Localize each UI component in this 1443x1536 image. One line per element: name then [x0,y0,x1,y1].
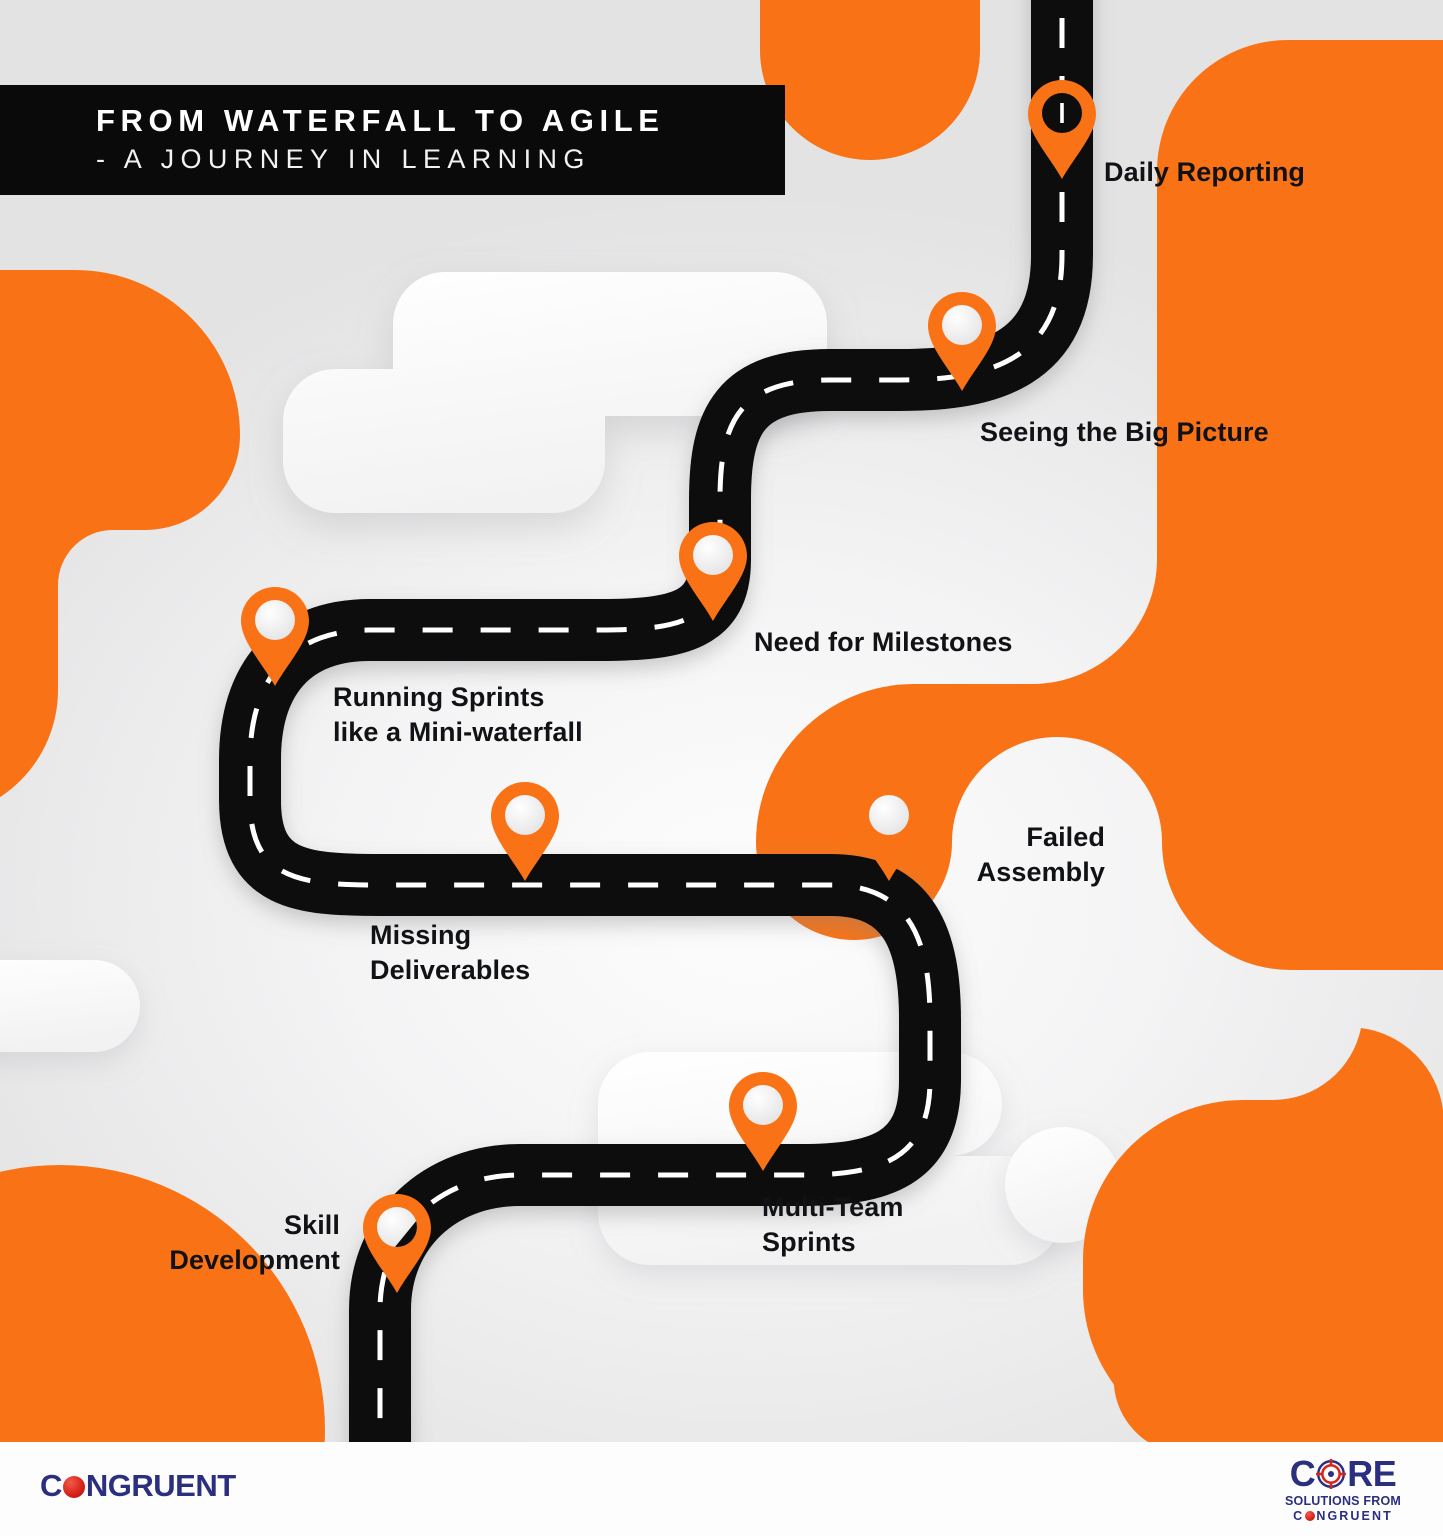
journey-road [219,0,1093,1442]
decor-orange-blob-topcenter [760,0,980,160]
milestone-label-skill-development: Skill Development [169,1210,340,1275]
location-pin-icon [1028,80,1096,179]
footer-bar: C NGRUENT C RE SOLUTIONS FROM [0,1442,1443,1536]
map-pin-daily-reporting[interactable] [1025,78,1099,187]
congruent-logo-rest: NGRUENT [85,1468,236,1503]
core-logo[interactable]: C RE SOLUTIONS FROM C NGRUENT [1285,1456,1401,1524]
page-subtitle: - A JOURNEY IN LEARNING [96,143,591,174]
core-logo-tagline: SOLUTIONS FROM [1285,1494,1401,1508]
decor-orange-circle-bottomleft [0,1165,325,1442]
background-shapes [0,0,1443,1442]
map-pin-seeing-big-picture[interactable] [925,290,999,399]
core-logo-congruent-rest: NGRUENT [1316,1509,1393,1523]
location-pin-icon [729,1072,797,1171]
milestone-label-failed-assembly: Failed Assembly [976,822,1105,887]
decor-orange-blob-topleft [0,270,240,798]
location-pin-icon [491,782,559,881]
location-pin-icon [928,292,996,391]
congruent-logo[interactable]: C NGRUENT [40,1470,236,1501]
milestone-label-daily-reporting: Daily Reporting [1104,157,1306,187]
map-pin-need-for-milestones[interactable] [676,520,750,629]
decor-orange-blob-bottomright2 [1083,1028,1443,1442]
decor-white-cloud-top [283,272,827,513]
crosshair-target-icon [1316,1459,1347,1489]
core-logo-congruent-line: C NGRUENT [1285,1509,1401,1523]
map-pin-multi-team-sprints[interactable] [726,1070,800,1179]
milestone-label-need-for-milestones: Need for Milestones [754,627,1013,657]
location-pin-icon [363,1194,431,1293]
core-logo-congruent-c: C [1293,1509,1305,1523]
core-logo-wordmark: C RE [1285,1456,1401,1492]
decor-orange-blob-right [756,40,1443,970]
page-title: FROM WATERFALL TO AGILE [96,103,665,139]
milestone-label-seeing-big-picture: Seeing the Big Picture [980,417,1269,447]
map-pin-running-sprints[interactable] [238,585,312,694]
decor-white-blob-left [0,960,140,1052]
road-center-dashes [247,0,1065,1442]
map-pin-failed-assembly[interactable] [852,780,926,889]
congruent-logo-red-sphere-icon [62,1475,85,1498]
congruent-logo-c: C [40,1468,62,1503]
core-logo-c: C [1289,1453,1316,1494]
milestone-label-missing-deliverables: Missing Deliverables [370,920,531,985]
location-pin-icon [855,782,923,881]
location-pin-icon [241,587,309,686]
map-pin-skill-development[interactable] [360,1192,434,1301]
location-pin-icon [679,522,747,621]
core-logo-red-dot-icon [1305,1511,1316,1521]
title-banner: FROM WATERFALL TO AGILE - A JOURNEY IN L… [0,85,785,195]
milestone-label-multi-team-sprints: Multi-Team Sprints [762,1192,904,1257]
map-pin-missing-deliverables[interactable] [488,780,562,889]
milestone-label-running-sprints: Running Sprints like a Mini-waterfall [333,682,583,747]
core-logo-re: RE [1347,1453,1397,1494]
congruent-logo-text: C NGRUENT [40,1470,236,1501]
